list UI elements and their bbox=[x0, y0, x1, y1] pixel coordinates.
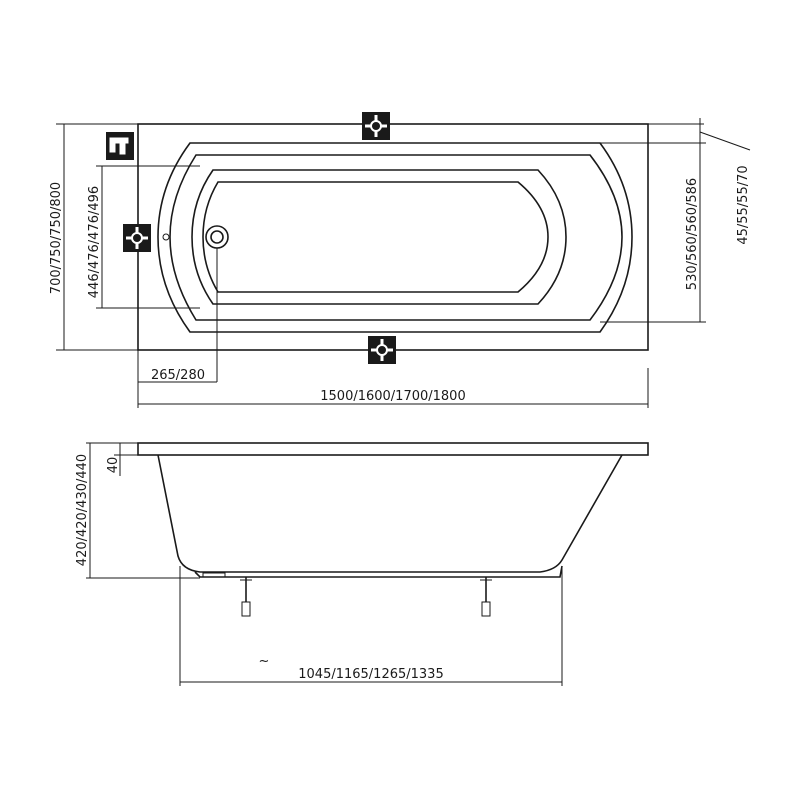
dim-rim-label: 45/55/55/70 bbox=[736, 165, 751, 244]
valve-icon bbox=[368, 336, 396, 364]
drain-inner-icon bbox=[210, 230, 224, 244]
dim-total-height-label: 420/420/430/440 bbox=[75, 454, 90, 566]
valve-icon bbox=[123, 224, 151, 252]
tub-leg-right bbox=[480, 577, 492, 617]
side-view: 420/420/430/440 40 1045/1165/1265/1335 ~ bbox=[75, 442, 649, 686]
tub-inner-bottom bbox=[191, 169, 567, 305]
dim-rim-thickness-label: 40 bbox=[106, 457, 121, 474]
drain-outer-icon bbox=[205, 225, 229, 249]
dim-overall-length: 1500/1600/1700/1800 bbox=[138, 368, 649, 408]
overflow-icon bbox=[162, 233, 170, 241]
dim-rim: 45/55/55/70 bbox=[648, 118, 751, 245]
dim-base-length: 1045/1165/1265/1335 bbox=[179, 566, 563, 686]
dim-drain-offset: 265/280 bbox=[137, 248, 218, 408]
approx-symbol: ~ bbox=[259, 654, 270, 669]
dim-overall-width: 700/750/750/800 bbox=[49, 123, 138, 351]
tub-outer-bowl bbox=[157, 142, 633, 333]
dim-drain-offset-label: 265/280 bbox=[151, 368, 205, 383]
dim-overall-length-label: 1500/1600/1700/1800 bbox=[320, 389, 465, 404]
tub-inner-floor bbox=[202, 181, 549, 293]
dim-total-height: 420/420/430/440 bbox=[75, 442, 200, 579]
tub-body-profile bbox=[157, 454, 623, 573]
dim-overall-width-label: 700/750/750/800 bbox=[49, 182, 64, 294]
dim-base-length-label: 1045/1165/1265/1335 bbox=[298, 667, 443, 682]
dim-inner-width: 446/476/476/496 bbox=[87, 165, 200, 309]
drain-pipe-profile bbox=[202, 572, 226, 578]
tub-leg-left bbox=[240, 577, 252, 617]
top-view: 700/750/750/800 446/476/476/496 530/560/… bbox=[49, 112, 751, 408]
dim-rim-thickness: 40 bbox=[106, 443, 138, 476]
faucet-icon bbox=[106, 132, 134, 160]
tub-rim-profile bbox=[137, 442, 649, 456]
dim-inner-width-label: 446/476/476/496 bbox=[87, 186, 102, 298]
valve-icon bbox=[362, 112, 390, 140]
tub-bowl-edge bbox=[169, 154, 623, 321]
dim-outer-inner-width: 530/560/560/586 bbox=[600, 142, 706, 323]
tub-outer-rim bbox=[137, 123, 649, 351]
dim-outer-inner-width-label: 530/560/560/586 bbox=[685, 178, 700, 290]
tub-base-frame bbox=[194, 565, 563, 578]
